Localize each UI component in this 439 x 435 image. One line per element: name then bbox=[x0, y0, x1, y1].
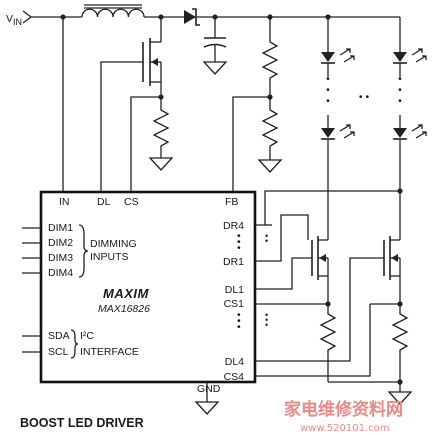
wire-continuation-dots: •• bbox=[265, 231, 268, 246]
sense-resistor-1 bbox=[319, 304, 337, 382]
pin-fb: FB bbox=[225, 196, 238, 208]
output-capacitor bbox=[202, 17, 228, 75]
pin-dr4: DR4 bbox=[223, 220, 244, 232]
pin-in: IN bbox=[59, 196, 70, 208]
i2c-label-line1: I²C bbox=[80, 330, 94, 342]
pin-sda: SDA bbox=[48, 330, 70, 342]
continuation-dots: • • bbox=[359, 91, 370, 103]
diagram-caption: BOOST LED DRIVER bbox=[20, 416, 144, 430]
sense-resistor bbox=[152, 97, 170, 158]
pin-scl: SCL bbox=[48, 346, 69, 358]
dimming-label-line1: DIMMING bbox=[90, 238, 137, 250]
fb-wire bbox=[232, 96, 270, 192]
ic-body bbox=[39, 190, 257, 384]
sense-resistor-4 bbox=[391, 304, 409, 382]
dimming-label-line2: INPUTS bbox=[90, 251, 129, 263]
cs-wire bbox=[130, 96, 161, 192]
part-number: MAX16826 bbox=[98, 303, 150, 315]
dl1-wire bbox=[255, 257, 312, 290]
i2c-brace bbox=[70, 329, 79, 359]
maxim-logo: MAXIM bbox=[103, 286, 150, 301]
vin-input-label: V IN bbox=[6, 13, 22, 27]
svg-text:IN: IN bbox=[13, 17, 22, 27]
mosfet-string-1 bbox=[311, 236, 329, 304]
junction-dot bbox=[397, 188, 403, 194]
dimming-brace bbox=[78, 224, 89, 278]
ground-symbol bbox=[257, 159, 283, 173]
ground-symbol bbox=[148, 157, 174, 171]
pin-dim3: DIM3 bbox=[48, 252, 73, 264]
pin-dr1: DR1 bbox=[223, 256, 244, 268]
inductor bbox=[81, 4, 145, 20]
mosfet-string-4 bbox=[383, 236, 401, 304]
dr1-wire bbox=[255, 214, 309, 262]
ic-continuation-dots: ••• bbox=[237, 230, 241, 254]
pin-cs4: CS4 bbox=[224, 371, 245, 383]
cs4-wire bbox=[255, 304, 371, 377]
pin-cs: CS bbox=[124, 196, 139, 208]
ground-symbol bbox=[387, 391, 413, 405]
feedback-divider bbox=[257, 17, 283, 173]
pin-cs1: CS1 bbox=[224, 298, 245, 310]
i2c-label-line2: INTERFACE bbox=[80, 346, 139, 358]
svg-text:V: V bbox=[6, 13, 13, 25]
ic-continuation-dots: ••• bbox=[237, 309, 241, 333]
pin-dim4: DIM4 bbox=[48, 267, 73, 279]
continuation-dots: ••• bbox=[398, 73, 402, 107]
watermark-url: www.520101.com bbox=[300, 423, 390, 434]
pin-dim1: DIM1 bbox=[48, 222, 73, 234]
dr4-wire bbox=[255, 190, 400, 226]
ground-symbol bbox=[202, 61, 228, 75]
led-string-1 bbox=[321, 17, 355, 221]
pin-dl1: DL1 bbox=[225, 284, 244, 296]
dim-inputs bbox=[22, 227, 41, 274]
pin-dim2: DIM2 bbox=[48, 237, 73, 249]
pin-dl4: DL4 bbox=[225, 356, 244, 368]
dl4-wire bbox=[255, 257, 384, 362]
pin-gnd: GND bbox=[197, 383, 221, 395]
continuation-dots: ••• bbox=[326, 73, 330, 107]
dl-gate-wire bbox=[100, 61, 143, 192]
wire-continuation-dots: ••• bbox=[265, 310, 268, 330]
schottky-diode bbox=[184, 8, 200, 26]
watermark-text: 家电维修资料网 bbox=[284, 399, 403, 420]
pin-dl: DL bbox=[97, 196, 111, 208]
boost-mosfet bbox=[142, 17, 162, 97]
ground-symbol bbox=[194, 401, 220, 415]
led-string-4 bbox=[393, 17, 427, 240]
vin-input-arrow bbox=[22, 10, 33, 24]
